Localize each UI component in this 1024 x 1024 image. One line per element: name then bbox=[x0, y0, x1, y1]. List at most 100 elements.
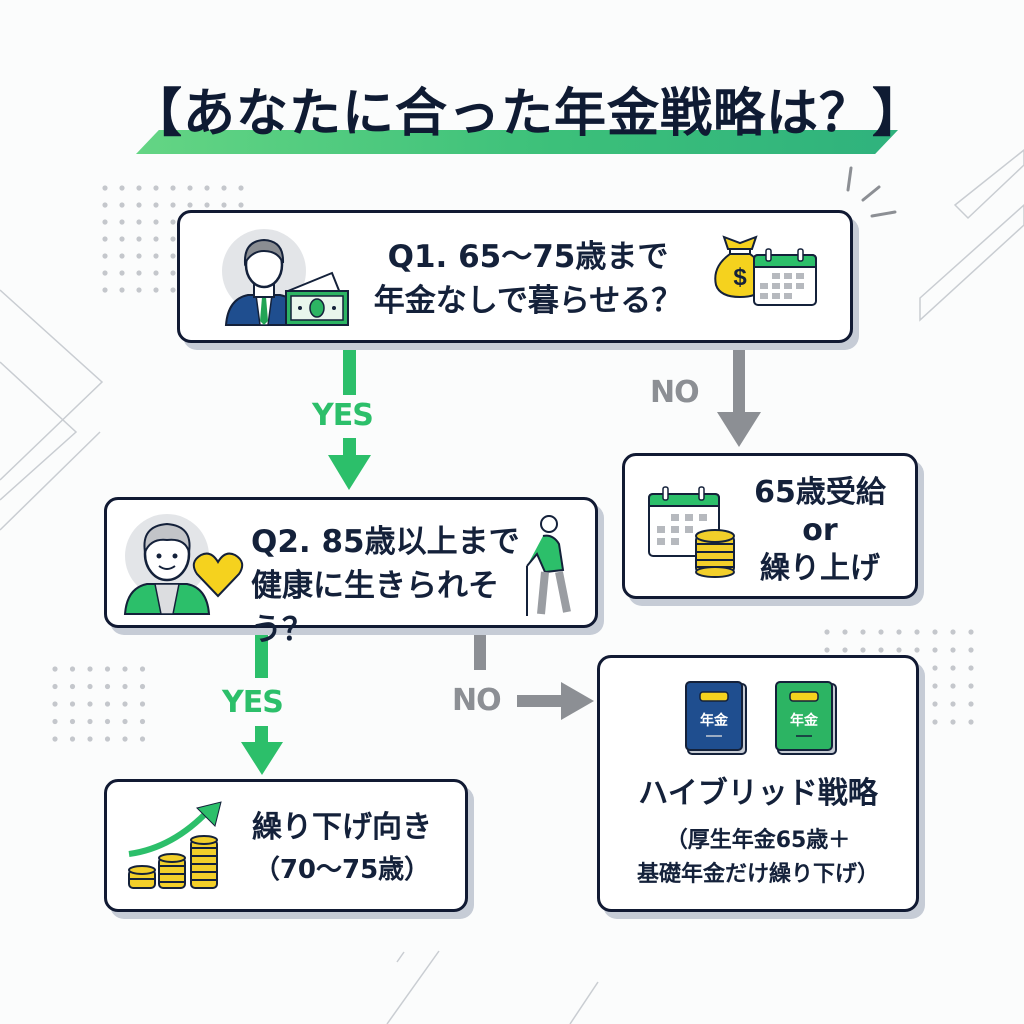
question-1-line-2: 年金なしで暮らせる？ bbox=[373, 283, 683, 319]
coin-stacks-icon bbox=[128, 835, 218, 889]
dot bbox=[221, 202, 227, 208]
dot bbox=[932, 683, 938, 689]
question-2-line-2: 健康に生きられそう？ bbox=[251, 568, 499, 648]
dot bbox=[104, 718, 111, 725]
dot bbox=[968, 683, 974, 689]
dot bbox=[932, 701, 938, 707]
q2-yes-label: YES bbox=[222, 685, 284, 720]
q1-no-arrow bbox=[717, 343, 761, 447]
dot bbox=[914, 647, 920, 653]
dot bbox=[824, 629, 830, 635]
walking-elder-icon bbox=[526, 515, 571, 616]
dot bbox=[842, 629, 848, 635]
dot bbox=[102, 202, 108, 208]
dot bbox=[119, 270, 125, 276]
q1-no-label: NO bbox=[650, 375, 700, 410]
dot bbox=[860, 629, 866, 635]
dot bbox=[139, 701, 146, 707]
dot bbox=[170, 185, 176, 191]
page-title: 【あなたに合った年金戦略は？】 bbox=[130, 84, 926, 144]
dot bbox=[968, 629, 974, 635]
dot bbox=[52, 718, 58, 725]
dot bbox=[950, 701, 956, 707]
question-1-box: Q1. 65〜75歳まで 年金なしで暮らせる？ $ bbox=[177, 210, 853, 343]
dot bbox=[187, 185, 193, 191]
growth-arrow-icon bbox=[128, 801, 222, 889]
dot bbox=[122, 718, 128, 725]
dot bbox=[122, 666, 128, 672]
dot bbox=[842, 647, 848, 653]
dot bbox=[136, 236, 142, 242]
dot bbox=[87, 666, 93, 672]
result-65-text: 65歳受給 or 繰り上げ bbox=[735, 474, 905, 588]
dot bbox=[139, 718, 146, 725]
banknote-icon bbox=[285, 271, 349, 326]
question-1-text: Q1. 65〜75歳まで 年金なしで暮らせる？ bbox=[368, 235, 688, 323]
line-decoration-bottom bbox=[386, 950, 599, 1024]
dot bbox=[950, 665, 956, 671]
title-highlight-bar bbox=[136, 130, 898, 154]
dot bbox=[136, 185, 142, 191]
result-hybrid-detail: （厚生年金65歳＋ 基礎年金だけ繰り下げ） bbox=[600, 824, 916, 892]
dot bbox=[136, 253, 142, 259]
dot bbox=[968, 647, 974, 653]
heart-icon bbox=[192, 552, 244, 598]
dot bbox=[153, 236, 159, 242]
dot bbox=[824, 647, 830, 653]
result-deferral-box: 繰り下げ向き （70〜75歳） bbox=[104, 779, 468, 912]
dot bbox=[932, 629, 938, 635]
dot bbox=[878, 629, 884, 635]
dot bbox=[102, 185, 108, 191]
dot bbox=[104, 666, 111, 672]
dot bbox=[102, 287, 108, 293]
dot bbox=[119, 185, 125, 191]
dot bbox=[52, 666, 58, 672]
dot bbox=[69, 666, 76, 672]
result-65-line-2: or bbox=[802, 513, 838, 548]
dot bbox=[52, 683, 58, 690]
svg-text:$: $ bbox=[733, 264, 747, 291]
result-hybrid-detail-line-2: 基礎年金だけ繰り下げ） bbox=[636, 862, 879, 887]
dot bbox=[221, 185, 227, 191]
dot bbox=[968, 665, 974, 671]
dot bbox=[878, 647, 884, 653]
dot bbox=[69, 718, 76, 725]
dot bbox=[153, 185, 159, 191]
dot bbox=[914, 629, 920, 635]
dot bbox=[187, 202, 193, 208]
pension-book-green-icon: 年金 bbox=[774, 680, 840, 760]
result-hybrid-title: ハイブリッド戦略 bbox=[638, 776, 878, 811]
result-hybrid-detail-line-1: （厚生年金65歳＋ bbox=[665, 828, 851, 853]
elderly-person-icon bbox=[123, 514, 211, 615]
dot bbox=[153, 253, 159, 259]
book-label-green: 年金 bbox=[790, 713, 818, 729]
dot bbox=[950, 629, 956, 635]
book-label-blue: 年金 bbox=[700, 713, 728, 729]
dot bbox=[52, 736, 58, 742]
dot bbox=[204, 202, 210, 208]
dot bbox=[104, 701, 111, 707]
line-decoration-right bbox=[919, 149, 1024, 322]
dot bbox=[119, 287, 125, 293]
question-2-line-1: Q2. 85歳以上まで bbox=[251, 524, 520, 560]
dot bbox=[932, 647, 938, 653]
dot bbox=[122, 701, 128, 707]
dot bbox=[122, 683, 128, 690]
q1-yes-label: YES bbox=[312, 398, 374, 433]
dot-grid-left bbox=[52, 666, 146, 742]
dot bbox=[896, 647, 902, 653]
dot bbox=[139, 683, 146, 690]
coin-stack-icon bbox=[695, 529, 735, 578]
question-2-text: Q2. 85歳以上まで 健康に生きられそう？ bbox=[251, 520, 551, 652]
line-decoration-left bbox=[0, 289, 104, 531]
result-hybrid-box: 年金 年金 ハイブリッド戦略 （厚生年金65歳＋ 基礎年金だけ繰り下げ） bbox=[597, 655, 919, 912]
dot bbox=[136, 287, 142, 293]
dot bbox=[896, 629, 902, 635]
dot bbox=[102, 270, 108, 276]
dot bbox=[104, 736, 111, 742]
dot bbox=[87, 683, 93, 690]
dot bbox=[932, 719, 938, 725]
dot bbox=[102, 253, 108, 259]
dot bbox=[102, 219, 108, 225]
dot bbox=[170, 202, 176, 208]
